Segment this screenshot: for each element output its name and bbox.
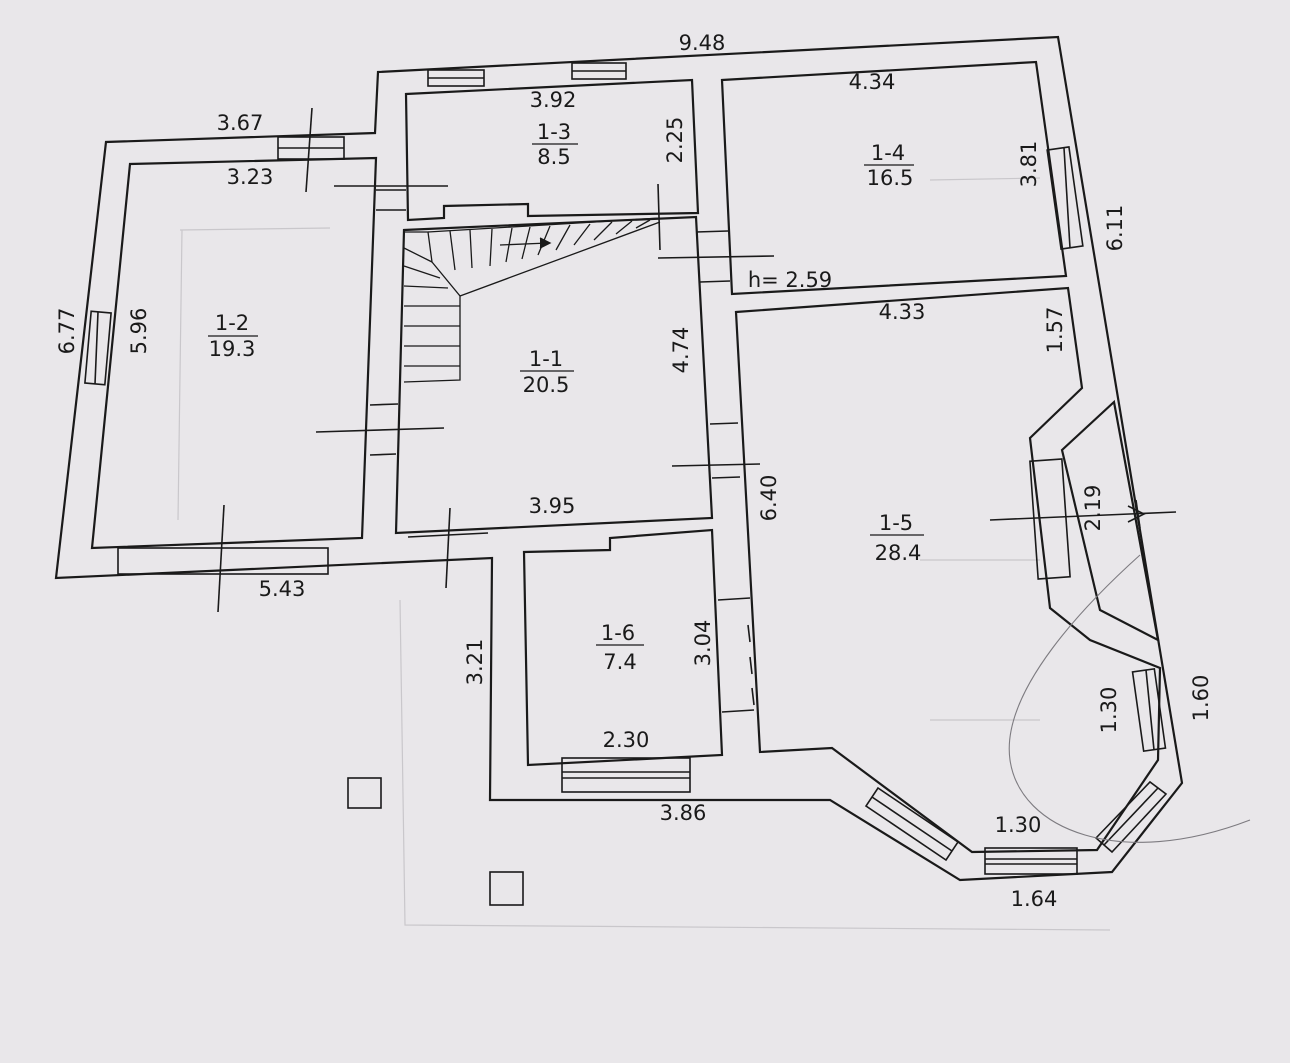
dim-r16-bottom: 2.30: [603, 728, 650, 752]
window-1-2-bottom: [117, 547, 329, 575]
dim-r14-top: 4.34: [849, 70, 896, 94]
window-top-left: [427, 69, 485, 87]
room-area: 20.5: [523, 373, 570, 397]
window-1-2-top: [277, 136, 345, 160]
window-1-4-right: [1046, 146, 1084, 250]
dim-r12-top-inner: 3.23: [227, 165, 274, 189]
dim-r12-left-inner: 5.96: [127, 308, 151, 355]
dim-r11-side: 4.74: [669, 327, 693, 374]
dim-bottom-outer: 3.86: [660, 801, 707, 825]
dim-r14-side: 3.81: [1017, 141, 1041, 188]
room-1-6-label: 1-6 7.4: [596, 621, 644, 674]
room-1-4-label: 1-4 16.5: [864, 141, 914, 190]
dim-r15-top: 4.33: [879, 300, 926, 324]
dim-r12-top-outer: 3.67: [217, 111, 264, 135]
room-1-3-label: 1-3 8.5: [532, 120, 578, 169]
room-id: 1-4: [871, 141, 905, 165]
door-openings: [369, 189, 755, 713]
room-labels: 1-2 19.3 1-3 8.5 1-4 16.5 1-1 20.5 1-5 2…: [208, 120, 924, 674]
window-1-2-left: [84, 310, 112, 386]
window-bay-diag-right: [1094, 780, 1168, 854]
room-1-4-outline: [720, 60, 1068, 296]
dim-r13-side: 2.25: [663, 117, 687, 164]
section-lines: [217, 107, 1177, 613]
dim-right-outer: 6.11: [1103, 205, 1127, 252]
room-1-3-outline: [404, 78, 700, 222]
dim-bay-depth: 2.19: [1081, 485, 1105, 532]
staircase: [403, 217, 661, 383]
dim-bay-front-outer: 1.64: [1011, 887, 1058, 911]
room-1-5-outline: [734, 286, 1162, 854]
room-id: 1-3: [537, 120, 571, 144]
dim-ceiling-height: h= 2.59: [748, 268, 832, 292]
room-id: 1-5: [879, 511, 913, 535]
exterior-wall: [54, 35, 1184, 882]
pencil-arc: [1008, 554, 1251, 843]
window-bay-inner: [1029, 458, 1071, 580]
room-area: 8.5: [537, 145, 570, 169]
window-top-right: [571, 62, 627, 80]
dim-bay-front-inner: 1.30: [995, 813, 1042, 837]
bay-window-inner: [1060, 399, 1160, 643]
room-id: 1-1: [529, 347, 563, 371]
dim-overall-top: 9.48: [679, 31, 726, 55]
background-lines: [177, 177, 1111, 931]
dim-r12-bottom: 5.43: [259, 577, 306, 601]
dim-r16-side: 3.04: [691, 620, 715, 667]
room-1-5-label: 1-5 28.4: [870, 511, 924, 565]
dim-r15-left: 6.40: [757, 475, 781, 522]
dim-r15-right-upper: 1.57: [1043, 307, 1067, 354]
room-1-2-outline: [90, 156, 378, 550]
dim-bay-side-inner: 1.30: [1097, 687, 1121, 734]
room-1-2-label: 1-2 19.3: [208, 311, 258, 361]
marker-square-1: [347, 777, 382, 809]
marker-square-2: [489, 871, 524, 906]
room-id: 1-6: [601, 621, 635, 645]
window-1-6-bottom: [561, 757, 691, 793]
windows: [84, 62, 1168, 875]
room-area: 19.3: [209, 337, 256, 361]
window-bay-front: [984, 847, 1078, 875]
room-area: 28.4: [875, 541, 922, 565]
room-1-6-outline: [522, 528, 724, 767]
dimension-labels: 9.48 3.67 3.23 6.77 5.96 5.43 3.92 2.25 …: [55, 31, 1213, 911]
room-area: 7.4: [603, 650, 636, 674]
room-1-1-label: 1-1 20.5: [520, 347, 574, 397]
room-area: 16.5: [867, 166, 914, 190]
dim-r13-top: 3.92: [530, 88, 577, 112]
dim-bay-side-outer: 1.60: [1189, 675, 1213, 722]
room-id: 1-2: [215, 311, 249, 335]
dim-r16-outer-left: 3.21: [463, 639, 487, 686]
dim-r11-bottom: 3.95: [529, 494, 576, 518]
window-bay-right: [1131, 667, 1167, 753]
dim-r12-left-outer: 6.77: [55, 308, 79, 355]
window-bay-diag-left: [864, 786, 960, 862]
